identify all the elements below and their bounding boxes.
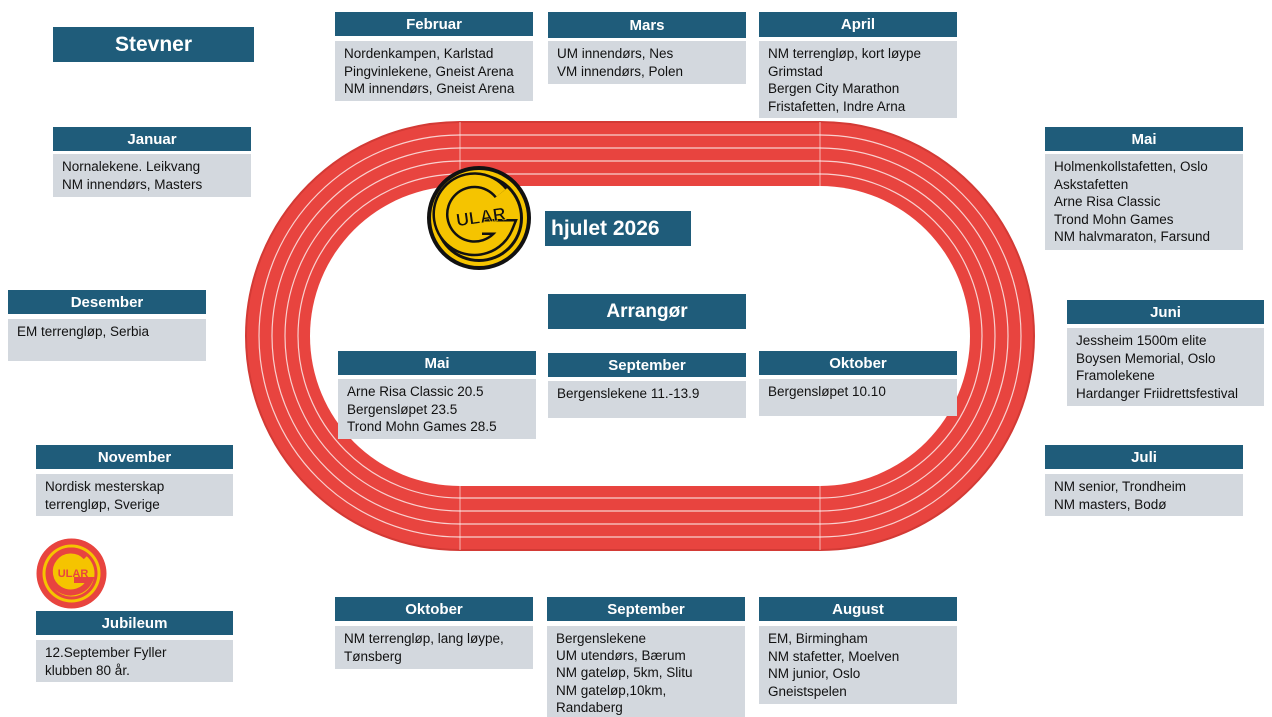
- event-item: Tønsberg: [344, 648, 402, 664]
- november-body: Nordisk mesterskap terrengløp, Sverige: [36, 474, 233, 516]
- event-item: Bergensløpet 23.5: [347, 401, 458, 417]
- juli-body: NM senior, Trondheim NM masters, Bodø: [1045, 474, 1243, 516]
- mars-header: Mars: [548, 12, 746, 38]
- jubileum-body: 12.September Fyller klubben 80 år.: [36, 640, 233, 682]
- event-item: Nordenkampen, Karlstad: [344, 46, 494, 61]
- event-item: 12.September Fyller: [45, 645, 167, 660]
- event-item: Bergenslekene 11.-13.9: [557, 386, 700, 401]
- event-item: UM innendørs, Nes: [557, 46, 674, 61]
- title-hjulet: hjulet 2026: [545, 211, 691, 246]
- jubileum-header: Jubileum: [36, 611, 233, 635]
- event-item: Arne Risa Classic 20.5: [347, 384, 484, 399]
- event-item: NM senior, Trondheim: [1054, 479, 1187, 494]
- event-item: Trond Mohn Games 28.5: [347, 419, 497, 434]
- event-item: Bergensløpet 10.10: [768, 384, 886, 399]
- title-text: hjulet 2026: [551, 216, 660, 240]
- november-header: November: [36, 445, 233, 469]
- event-item: klubben 80 år.: [45, 662, 130, 678]
- event-item: Boysen Memorial, Oslo: [1076, 350, 1216, 366]
- event-item: NM innendørs, Gneist Arena: [344, 81, 515, 96]
- mars-body: UM innendørs, Nes VM innendørs, Polen: [548, 41, 746, 84]
- event-item: EM terrengløp, Serbia: [17, 324, 150, 339]
- juni-header: Juni: [1067, 300, 1264, 324]
- september-header: September: [547, 597, 745, 621]
- januar-body: Nornalekene. Leikvang NM innendørs, Mast…: [53, 154, 251, 197]
- februar-header: Februar: [335, 12, 533, 36]
- arrangor-mai-body: Arne Risa Classic 20.5 Bergensløpet 23.5…: [338, 379, 536, 439]
- event-item: NM terrengløp, kort løype: [768, 46, 922, 61]
- event-item: Bergen City Marathon: [768, 81, 900, 96]
- jubileum-logo: ULAR: [36, 538, 107, 609]
- event-item: Framolekene: [1076, 368, 1155, 383]
- event-item: Jessheim 1500m elite: [1076, 333, 1207, 348]
- event-item: Grimstad: [768, 63, 823, 79]
- event-item: NM gateløp,10km,: [556, 682, 667, 698]
- event-item: Askstafetten: [1054, 176, 1129, 192]
- event-item: NM gateløp, 5km, Slitu: [556, 665, 693, 681]
- event-item: terrengløp, Sverige: [45, 496, 160, 512]
- juli-header: Juli: [1045, 445, 1243, 469]
- event-item: Arne Risa Classic: [1054, 194, 1161, 209]
- event-item: Nornalekene. Leikvang: [62, 159, 201, 174]
- event-item: Holmenkollstafetten, Oslo: [1054, 159, 1208, 174]
- august-body: EM, Birmingham NM stafetter, Moelven NM …: [759, 626, 957, 704]
- desember-body: EM terrengløp, Serbia: [8, 319, 206, 361]
- februar-body: Nordenkampen, Karlstad Pingvinlekene, Gn…: [335, 41, 533, 101]
- april-header: April: [759, 12, 957, 37]
- event-item: VM innendørs, Polen: [557, 63, 684, 79]
- event-item: NM innendørs, Masters: [62, 176, 203, 192]
- event-item: Trond Mohn Games: [1054, 211, 1174, 227]
- event-item: Gneistspelen: [768, 683, 847, 699]
- oktober-body: NM terrengløp, lang løype, Tønsberg: [335, 626, 533, 669]
- event-item: Bergenslekene: [556, 631, 647, 646]
- januar-header: Januar: [53, 127, 251, 151]
- title-stevner: Stevner: [53, 27, 254, 62]
- mai-body: Holmenkollstafetten, Oslo Askstafetten A…: [1045, 154, 1243, 250]
- event-item: Hardanger Friidrettsfestival: [1076, 385, 1239, 401]
- club-logo: ULAR: [426, 165, 532, 271]
- april-body: NM terrengløp, kort løype Grimstad Berge…: [759, 41, 957, 118]
- mai-header: Mai: [1045, 127, 1243, 151]
- event-item: NM terrengløp, lang løype,: [344, 631, 504, 646]
- event-item: Randaberg: [556, 699, 623, 715]
- event-item: Nordisk mesterskap: [45, 479, 165, 494]
- arrangor-mai-header: Mai: [338, 351, 536, 375]
- arrangor-oktober-body: Bergensløpet 10.10: [759, 379, 957, 416]
- event-item: EM, Birmingham: [768, 631, 868, 646]
- jubileum-logo-text: ULAR: [58, 568, 89, 580]
- event-item: NM masters, Bodø: [1054, 496, 1167, 512]
- juni-body: Jessheim 1500m elite Boysen Memorial, Os…: [1067, 328, 1264, 406]
- event-item: Pingvinlekene, Gneist Arena: [344, 63, 514, 79]
- event-item: UM utendørs, Bærum: [556, 648, 686, 664]
- arrangor-title: Arrangør: [548, 294, 746, 329]
- desember-header: Desember: [8, 290, 206, 314]
- arrangor-oktober-header: Oktober: [759, 351, 957, 375]
- arrangor-september-header: September: [548, 353, 746, 377]
- event-item: NM halvmaraton, Farsund: [1054, 229, 1211, 244]
- august-header: August: [759, 597, 957, 621]
- event-item: NM junior, Oslo: [768, 666, 861, 681]
- event-item: Fristafetten, Indre Arna: [768, 98, 906, 114]
- september-body: Bergenslekene UM utendørs, Bærum NM gate…: [547, 626, 745, 717]
- oktober-header: Oktober: [335, 597, 533, 621]
- event-item: NM stafetter, Moelven: [768, 648, 900, 664]
- arrangor-september-body: Bergenslekene 11.-13.9: [548, 381, 746, 418]
